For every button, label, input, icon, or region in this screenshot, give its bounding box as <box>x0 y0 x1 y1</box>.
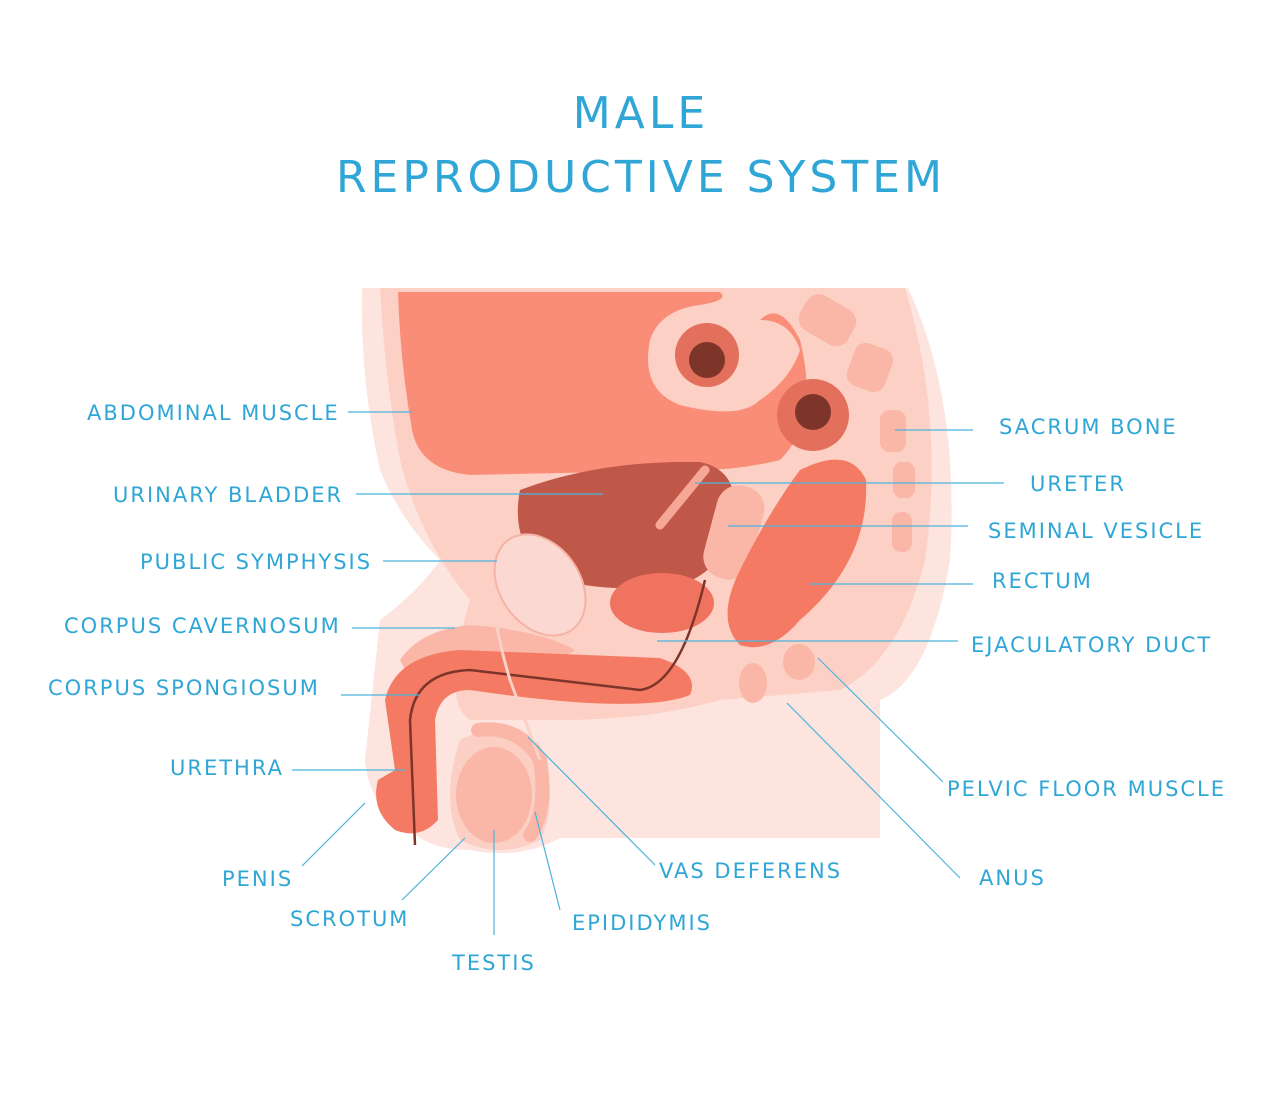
label-sacrum-bone: SACRUM BONE <box>999 415 1178 439</box>
label-urinary-bladder: URINARY BLADDER <box>113 483 343 507</box>
ureter-tube <box>655 465 710 530</box>
leader-lines <box>292 411 1004 935</box>
anatomy-illustration <box>361 288 952 854</box>
abdominal-cavity <box>398 292 807 475</box>
diagram-title-line2: REPRODUCTIVE SYSTEM <box>335 152 947 203</box>
sacrum-bone <box>798 294 915 552</box>
label-anus: ANUS <box>979 866 1046 890</box>
label-scrotum: SCROTUM <box>290 907 409 931</box>
public-symphysis-bone <box>493 533 587 637</box>
colon-lumen <box>795 394 831 430</box>
pelvic-floor-muscle <box>783 644 815 680</box>
label-epididymis: EPIDIDYMIS <box>572 911 712 935</box>
anus-sphincter <box>739 663 767 703</box>
label-pelvic-floor-muscle: PELVIC FLOOR MUSCLE <box>947 777 1226 801</box>
label-testis: TESTIS <box>451 951 536 975</box>
vas-deferens <box>488 499 542 761</box>
prostate <box>610 573 714 633</box>
label-seminal-vesicle: SEMINAL VESICLE <box>988 519 1204 543</box>
diagram-title-line1: MALE <box>572 88 710 139</box>
urethra-tube <box>408 579 707 846</box>
rectum <box>727 459 867 648</box>
label-corpus-cavernosum: CORPUS CAVERNOSUM <box>64 614 341 638</box>
label-penis: PENIS <box>222 867 293 891</box>
label-urethra: URETHRA <box>170 756 284 780</box>
label-vas-deferens: VAS DEFERENS <box>659 859 842 883</box>
label-public-symphysis: PUBLIC SYMPHYSIS <box>140 550 372 574</box>
label-corpus-spongiosum: CORPUS SPONGIOSUM <box>48 676 320 700</box>
label-ureter: URETER <box>1030 472 1126 496</box>
label-rectum: RECTUM <box>992 569 1093 593</box>
penis-shaft <box>376 650 692 834</box>
label-abdominal-muscle: ABDOMINAL MUSCLE <box>87 401 340 425</box>
label-ejaculatory-duct: EJACULATORY DUCT <box>971 633 1212 657</box>
testis <box>456 747 532 843</box>
intestine-lumen <box>689 342 725 378</box>
